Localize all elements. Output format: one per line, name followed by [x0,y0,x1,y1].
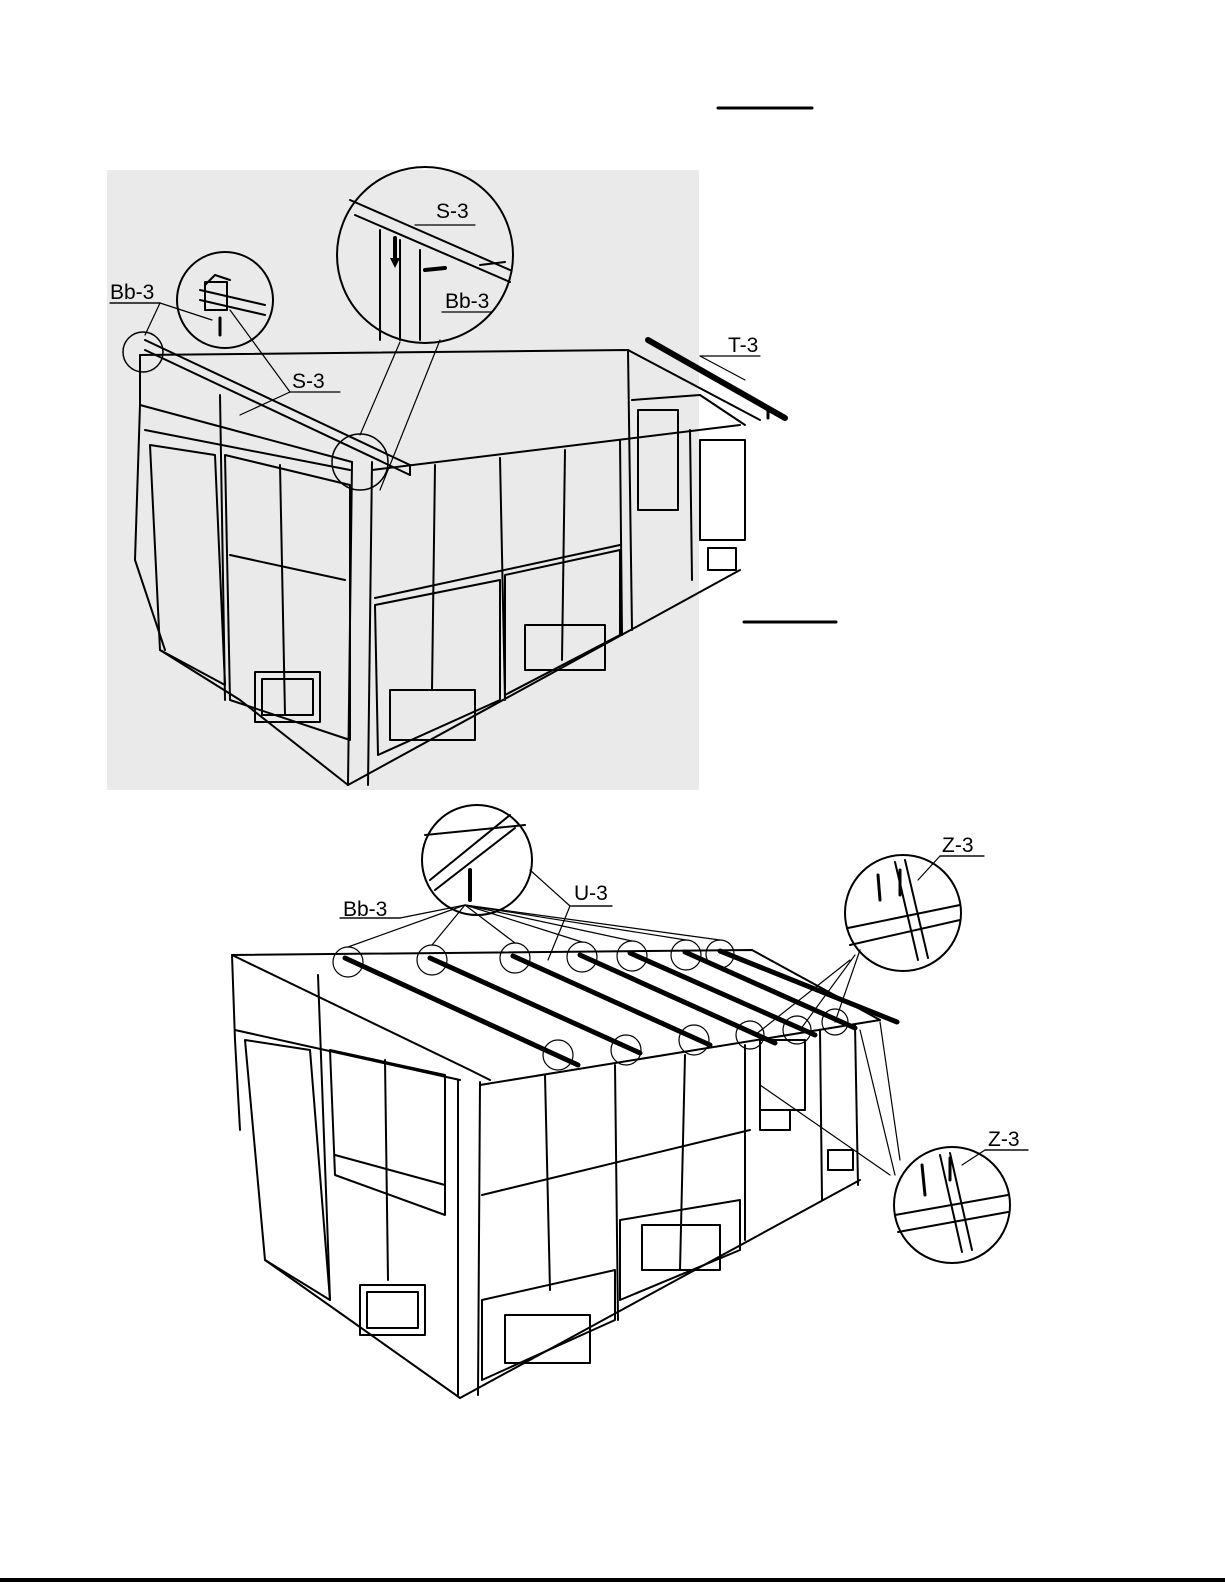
label-bb3-left: Bb-3 [110,281,154,304]
label-u3: U-3 [574,882,608,905]
label-t3: T-3 [728,334,758,357]
label-bb3-detail: Bb-3 [445,290,489,313]
label-z3-top: Z-3 [942,834,974,857]
label-s3-left: S-3 [292,370,325,393]
page-bottom-rule [0,1578,1225,1582]
label-z3-bottom: Z-3 [988,1128,1020,1151]
label-s3-detail: S-3 [436,200,469,223]
